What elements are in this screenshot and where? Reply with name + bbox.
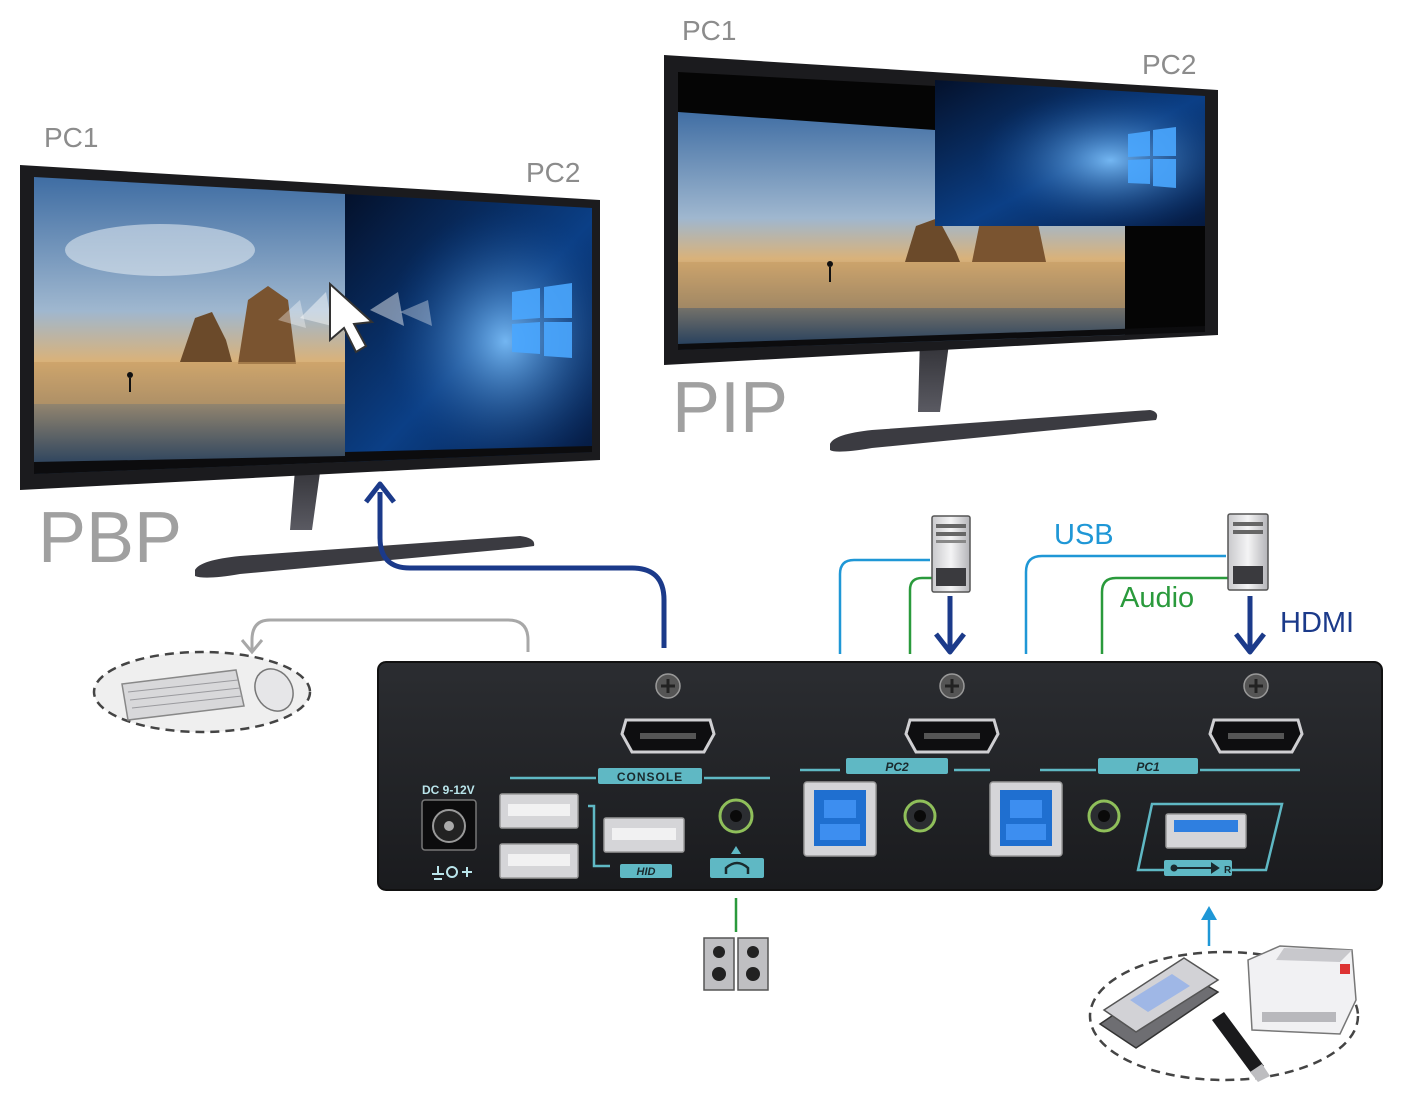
- kvm-rear-panel: CONSOLE PC2 PC1 DC 9-12V: [377, 661, 1383, 891]
- usb-hub-arrow-icon: [1201, 906, 1217, 920]
- pc1-hdmi-arrow-icon: [1234, 632, 1266, 655]
- pc2-usb-b-port[interactable]: [803, 781, 877, 857]
- pc2-audio-jack[interactable]: [903, 799, 937, 833]
- usb-hub-r-label: R: [1224, 865, 1232, 876]
- console-usb-port-2[interactable]: [499, 843, 579, 879]
- console-peripheral-cable: [250, 618, 530, 652]
- mouse-cursor-icon: [329, 281, 375, 354]
- printer-icon: [1247, 945, 1357, 1035]
- usb-hub-port[interactable]: [1165, 813, 1247, 849]
- console-label-plate: [598, 768, 702, 784]
- pip-pc1-label: PC1: [682, 15, 736, 46]
- usb-cable-label: USB: [1054, 519, 1114, 551]
- usb-symbol-icon: [1170, 862, 1220, 874]
- audio-cable-label: Audio: [1120, 582, 1194, 614]
- headphone-icon: [724, 861, 750, 874]
- headphone-label-plate: [710, 858, 764, 878]
- usb-hub-frame: [1136, 802, 1284, 872]
- speakers-icon: [703, 937, 769, 991]
- pbp-pc1-label: PC1: [44, 122, 98, 153]
- pbp-stand-neck: [290, 458, 322, 530]
- usb-peripherals-group: [1088, 945, 1360, 1082]
- usb-flash-drive-icon: [1212, 1012, 1270, 1082]
- pc2-usb-cable: [838, 558, 930, 654]
- console-label: CONSOLE: [617, 770, 683, 784]
- pbp-monitor: PC1 PC2 PBP: [20, 122, 600, 578]
- pip-stand-base: [830, 410, 1158, 452]
- hdmi-port-console[interactable]: [620, 718, 716, 754]
- pip-stand-neck: [918, 336, 950, 412]
- hid-label-plate: [620, 864, 672, 878]
- pc2-audio-cable: [908, 576, 934, 654]
- pc2-panel-label: PC2: [885, 760, 909, 774]
- pip-windows-logo: [1128, 127, 1176, 188]
- pbp-rock-right: [238, 286, 296, 364]
- audio-indicator-icon: [731, 846, 741, 854]
- scanner-icon: [1098, 957, 1220, 1049]
- pc1-usb-cable: [1024, 554, 1226, 654]
- pc2-label-plate: [846, 758, 948, 774]
- pbp-pc2-label: PC2: [526, 157, 580, 188]
- hdmi-port-pc1[interactable]: [1208, 718, 1304, 754]
- pip-monitor: PC1 PC2 PIP: [664, 15, 1218, 452]
- keyboard-mouse-group: [92, 650, 312, 734]
- hid-label: HID: [637, 866, 656, 878]
- hdmi-port-pc2[interactable]: [904, 718, 1000, 754]
- pc1-usb-b-port[interactable]: [989, 781, 1063, 857]
- pip-mode-label: PIP: [672, 368, 788, 448]
- console-usb-port-1[interactable]: [499, 793, 579, 829]
- pc1-label-plate: [1098, 758, 1198, 774]
- pip-pc2-label: PC2: [1142, 49, 1196, 80]
- hid-usb-port[interactable]: [603, 817, 685, 853]
- panel-label-lines: [510, 768, 1300, 780]
- pc2-hdmi-arrow-icon: [934, 632, 966, 655]
- pc1-panel-label: PC1: [1136, 760, 1160, 774]
- pc2-tower-icon: [931, 515, 971, 593]
- pbp-stand-base: [195, 536, 535, 578]
- pbp-mode-label: PBP: [38, 498, 182, 578]
- power-polarity-icon: [432, 866, 472, 880]
- console-audio-jack[interactable]: [718, 798, 754, 834]
- pc1-tower-icon: [1227, 513, 1269, 591]
- pbp-windows-logo: [512, 283, 572, 358]
- power-label: DC 9-12V: [422, 783, 475, 797]
- hdmi-output-arrow-icon: [364, 481, 396, 504]
- console-arrow-icon: [240, 639, 264, 655]
- pc1-audio-jack[interactable]: [1087, 799, 1121, 833]
- power-jack[interactable]: [421, 799, 477, 851]
- hdmi-output-cable: [377, 492, 667, 648]
- pbp-cursor-trail: [278, 281, 432, 354]
- mouse-icon: [254, 668, 294, 712]
- hdmi-cable-label: HDMI: [1280, 607, 1354, 639]
- pc1-audio-cable: [1100, 576, 1230, 654]
- pbp-rock-left: [180, 312, 232, 362]
